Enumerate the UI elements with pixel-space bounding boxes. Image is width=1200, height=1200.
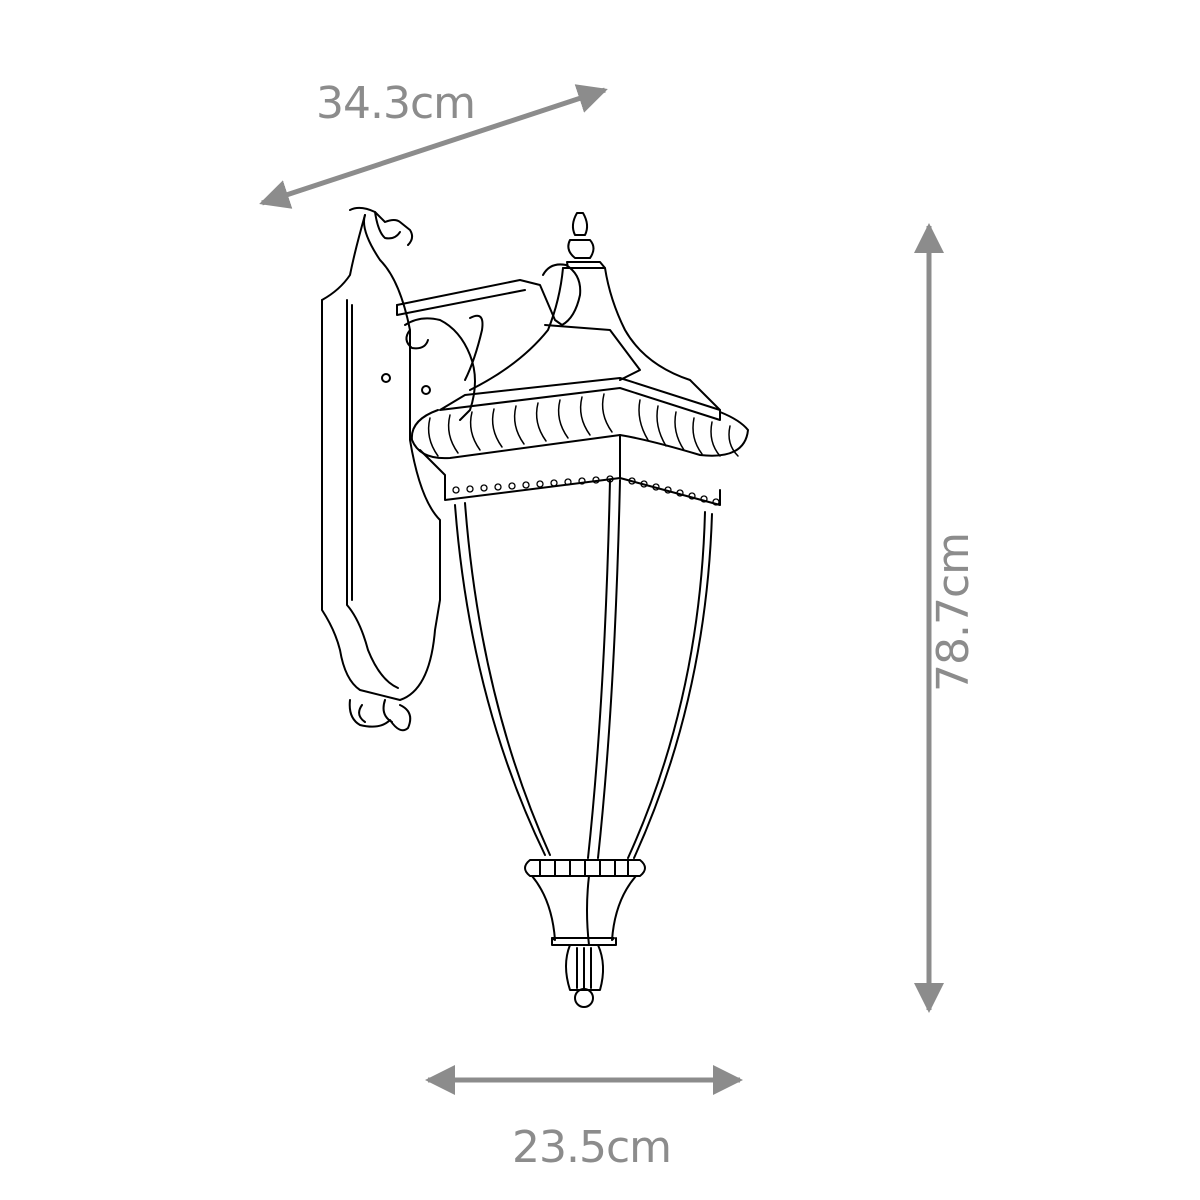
wall-backplate xyxy=(321,206,441,732)
depth-arrow xyxy=(259,84,608,209)
lantern-drawing xyxy=(321,206,749,1008)
lantern-roof xyxy=(439,212,721,421)
height-dimension-label: 78.7cm xyxy=(928,532,979,692)
band-dots xyxy=(452,475,720,506)
band-ribs xyxy=(427,393,739,457)
width-dimension-label: 23.5cm xyxy=(512,1122,672,1173)
depth-dimension-label: 34.3cm xyxy=(316,78,476,129)
beaded-band xyxy=(410,393,749,506)
lantern-body xyxy=(454,479,713,859)
bottom-finial xyxy=(524,859,646,1008)
dimension-arrows xyxy=(259,84,944,1095)
